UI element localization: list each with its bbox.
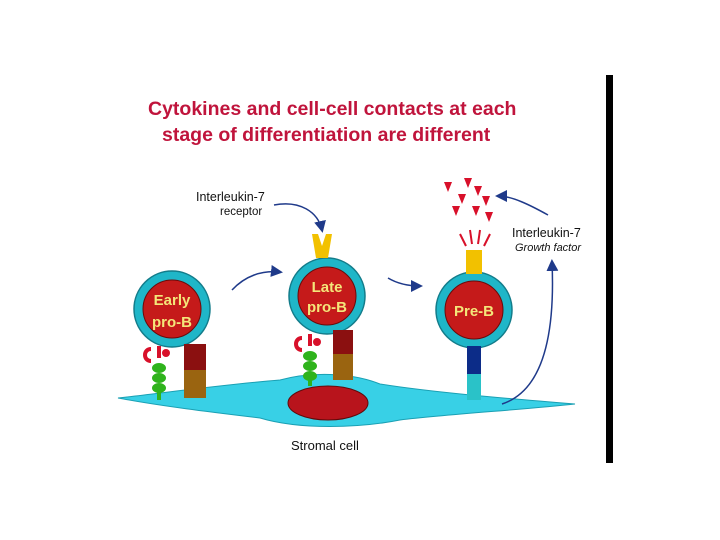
late-pro-b-receptor-block [333,330,353,380]
early-pro-b-adhesion-molecule [143,346,170,400]
pre-b-il7-receptor [466,250,482,274]
late-pro-b-adhesion-molecule [294,334,321,386]
il7-growth-factor-label-line2: Growth factor [515,242,582,254]
late-pro-b-label-line1: Late [312,279,343,296]
pre-b-receptor-stem [467,346,481,400]
il7-receptor-label-line1: Interleukin-7 [196,190,265,204]
late-pro-b-il7-receptor [312,234,332,258]
il7-binding-rays [459,229,491,247]
stromal-cell-nucleus [287,385,369,421]
early-pro-b-label-line2: pro-B [152,314,192,331]
il7-growth-factor-label-line1: Interleukin-7 [512,226,581,240]
arrow-stroma-to-growth-factor [501,259,559,405]
arrow-late-to-pre [387,277,423,292]
arrow-receptor-pointer [273,203,326,233]
arrow-growth-factor-pointer [495,190,549,216]
title-line-1: Cytokines and cell-cell contacts at each [148,98,517,120]
early-pro-b-receptor-block [184,344,206,398]
early-pro-b-label-line1: Early [154,292,191,309]
vertical-divider-bar [606,75,613,463]
pre-b-label: Pre-B [454,303,494,320]
late-pro-b-label-line2: pro-B [307,299,347,316]
stromal-cell-label: Stromal cell [291,438,359,453]
pre-b-cell: Pre-B [435,271,513,349]
early-pro-b-cell: Early pro-B [133,270,211,348]
title-line-2: stage of differentiation are different [162,124,491,146]
late-pro-b-cell: Late pro-B [288,257,366,335]
il7-growth-factor-molecules [444,178,493,222]
arrow-early-to-late [231,265,283,291]
diagram-title: Cytokines and cell-cell contacts at each… [148,96,516,148]
il7-receptor-label-line2: receptor [220,206,262,218]
